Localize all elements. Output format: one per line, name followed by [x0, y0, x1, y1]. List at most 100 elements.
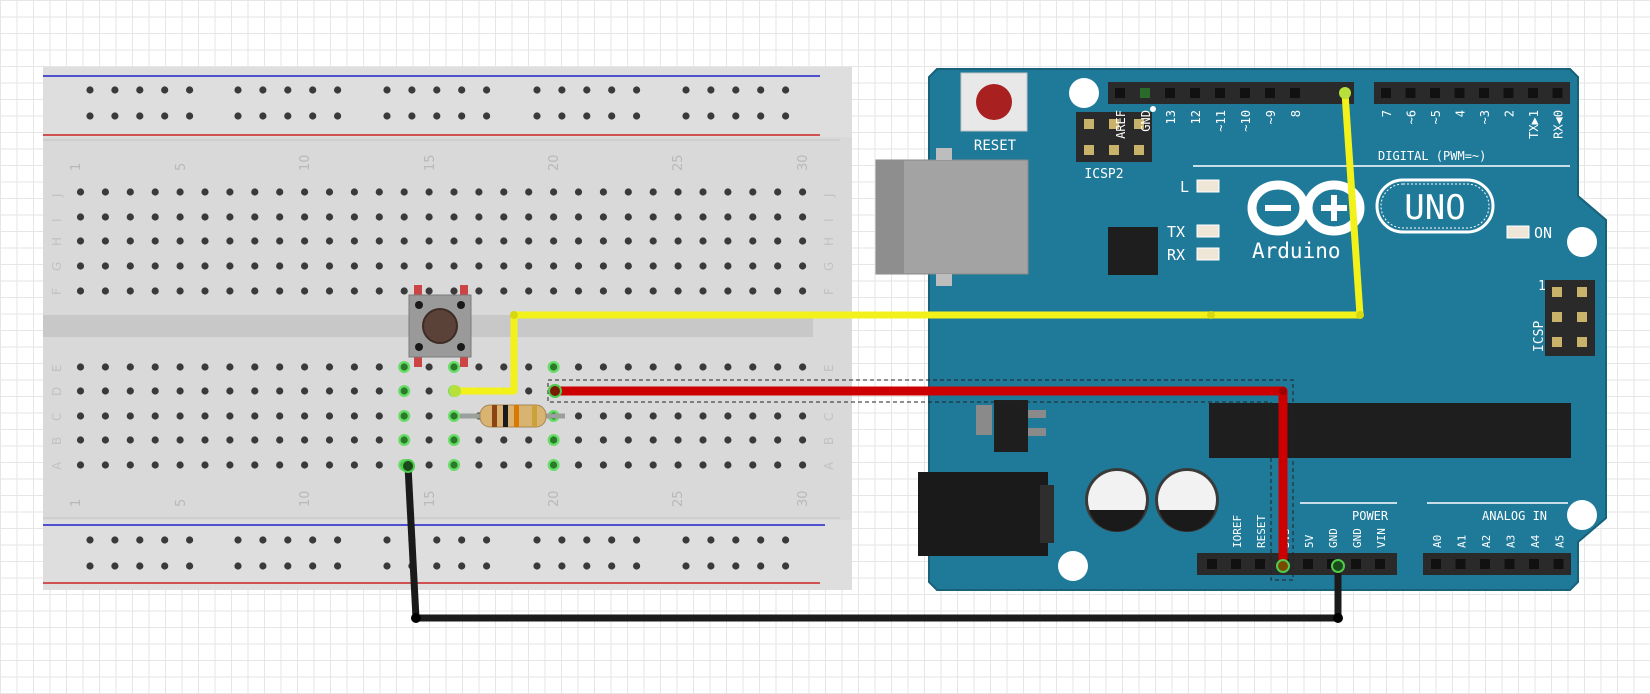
breadboard-hole[interactable]	[251, 387, 259, 395]
rail-hole[interactable]	[782, 86, 790, 94]
rail-hole[interactable]	[533, 562, 541, 570]
analog-pin-A0[interactable]	[1431, 559, 1441, 569]
rail-hole[interactable]	[682, 112, 690, 120]
breadboard-hole[interactable]	[226, 436, 234, 444]
power-pin-IOREF[interactable]	[1231, 559, 1241, 569]
breadboard-hole[interactable]	[649, 213, 657, 221]
rail-hole[interactable]	[633, 562, 641, 570]
breadboard-hole[interactable]	[699, 436, 707, 444]
rail-hole[interactable]	[558, 112, 566, 120]
digital-pin-~5[interactable]	[1430, 88, 1440, 98]
breadboard-hole[interactable]	[550, 262, 558, 270]
analog-pin-A1[interactable]	[1455, 559, 1466, 569]
rail-hole[interactable]	[558, 562, 566, 570]
rail-hole[interactable]	[284, 536, 292, 544]
breadboard-hole[interactable]	[276, 188, 284, 196]
breadboard-hole[interactable]	[500, 237, 508, 245]
breadboard-hole[interactable]	[774, 287, 782, 295]
breadboard-hole[interactable]	[425, 363, 433, 371]
rail-hole[interactable]	[782, 536, 790, 544]
breadboard-hole[interactable]	[649, 237, 657, 245]
rail-hole[interactable]	[259, 112, 267, 120]
breadboard-hole[interactable]	[375, 188, 383, 196]
breadboard-hole[interactable]	[76, 387, 85, 395]
breadboard-hole[interactable]	[201, 461, 209, 469]
yellow-wire-end[interactable]	[449, 385, 461, 397]
breadboard-hole[interactable]	[375, 461, 383, 469]
breadboard-hole[interactable]	[450, 188, 458, 196]
rail-hole[interactable]	[707, 86, 715, 94]
breadboard-hole[interactable]	[649, 363, 657, 371]
rail-hole[interactable]	[383, 562, 391, 570]
rail-hole[interactable]	[284, 562, 292, 570]
breadboard-hole[interactable]	[724, 287, 732, 295]
breadboard-hole[interactable]	[500, 461, 508, 469]
breadboard-hole[interactable]	[799, 213, 807, 221]
breadboard-hole[interactable]	[276, 387, 284, 395]
breadboard-hole[interactable]	[126, 461, 134, 469]
breadboard-hole[interactable]	[574, 262, 583, 270]
breadboard-hole[interactable]	[325, 262, 334, 270]
breadboard-hole[interactable]	[574, 237, 583, 245]
breadboard-hole[interactable]	[500, 287, 508, 295]
rail-hole[interactable]	[558, 86, 566, 94]
breadboard-hole[interactable]	[425, 188, 433, 196]
breadboard-hole[interactable]	[699, 412, 707, 420]
rail-hole[interactable]	[161, 86, 169, 94]
breadboard-hole[interactable]	[350, 461, 358, 469]
breadboard-hole[interactable]	[699, 287, 707, 295]
breadboard-hole[interactable]	[301, 262, 309, 270]
breadboard-hole[interactable]	[799, 237, 807, 245]
black-wire-end[interactable]	[1331, 559, 1345, 573]
breadboard-hole[interactable]	[201, 436, 209, 444]
breadboard-hole[interactable]	[226, 287, 234, 295]
breadboard-hole[interactable]	[151, 188, 159, 196]
rail-hole[interactable]	[136, 112, 144, 120]
rail-hole[interactable]	[682, 562, 690, 570]
rail-hole[interactable]	[757, 86, 765, 94]
rail-hole[interactable]	[732, 536, 740, 544]
breadboard-hole[interactable]	[201, 213, 209, 221]
breadboard-hole[interactable]	[350, 237, 358, 245]
breadboard-hole[interactable]	[774, 262, 782, 270]
breadboard-hole[interactable]	[176, 436, 184, 444]
red-wire-bendpoint[interactable]	[1279, 387, 1287, 395]
breadboard-hole[interactable]	[301, 412, 309, 420]
rail-hole[interactable]	[136, 562, 144, 570]
rail-hole[interactable]	[408, 86, 416, 94]
rail-hole[interactable]	[284, 112, 292, 120]
breadboard-hole[interactable]	[425, 387, 433, 395]
rail-hole[interactable]	[433, 536, 441, 544]
rail-hole[interactable]	[782, 112, 790, 120]
breadboard-hole[interactable]	[350, 363, 358, 371]
breadboard-hole[interactable]	[500, 213, 508, 221]
breadboard-hole[interactable]	[774, 412, 782, 420]
breadboard-hole[interactable]	[201, 287, 209, 295]
digital-pin-12[interactable]	[1190, 88, 1200, 98]
breadboard-hole[interactable]	[176, 287, 184, 295]
analog-pin-A4[interactable]	[1529, 559, 1539, 569]
breadboard-hole[interactable]	[624, 262, 632, 270]
breadboard-hole[interactable]	[475, 213, 483, 221]
rail-hole[interactable]	[732, 86, 740, 94]
breadboard-hole[interactable]	[251, 237, 259, 245]
breadboard-hole[interactable]	[799, 436, 807, 444]
breadboard-hole[interactable]	[325, 412, 334, 420]
breadboard-hole[interactable]	[301, 461, 309, 469]
breadboard-hole[interactable]	[276, 461, 284, 469]
reset-button[interactable]	[976, 84, 1012, 120]
rail-hole[interactable]	[259, 562, 267, 570]
breadboard-hole[interactable]	[76, 188, 85, 196]
digital-pin-RX◀0[interactable]	[1552, 88, 1563, 98]
breadboard-hole[interactable]	[799, 262, 807, 270]
breadboard-hole[interactable]	[525, 213, 533, 221]
breadboard-hole[interactable]	[226, 213, 234, 221]
breadboard-hole[interactable]	[649, 461, 657, 469]
breadboard-hole[interactable]	[276, 363, 284, 371]
breadboard-hole[interactable]	[475, 262, 483, 270]
rail-hole[interactable]	[707, 536, 715, 544]
breadboard-hole[interactable]	[301, 387, 309, 395]
breadboard-hole[interactable]	[599, 412, 608, 420]
rail-hole[interactable]	[608, 86, 616, 94]
breadboard-hole[interactable]	[201, 188, 209, 196]
